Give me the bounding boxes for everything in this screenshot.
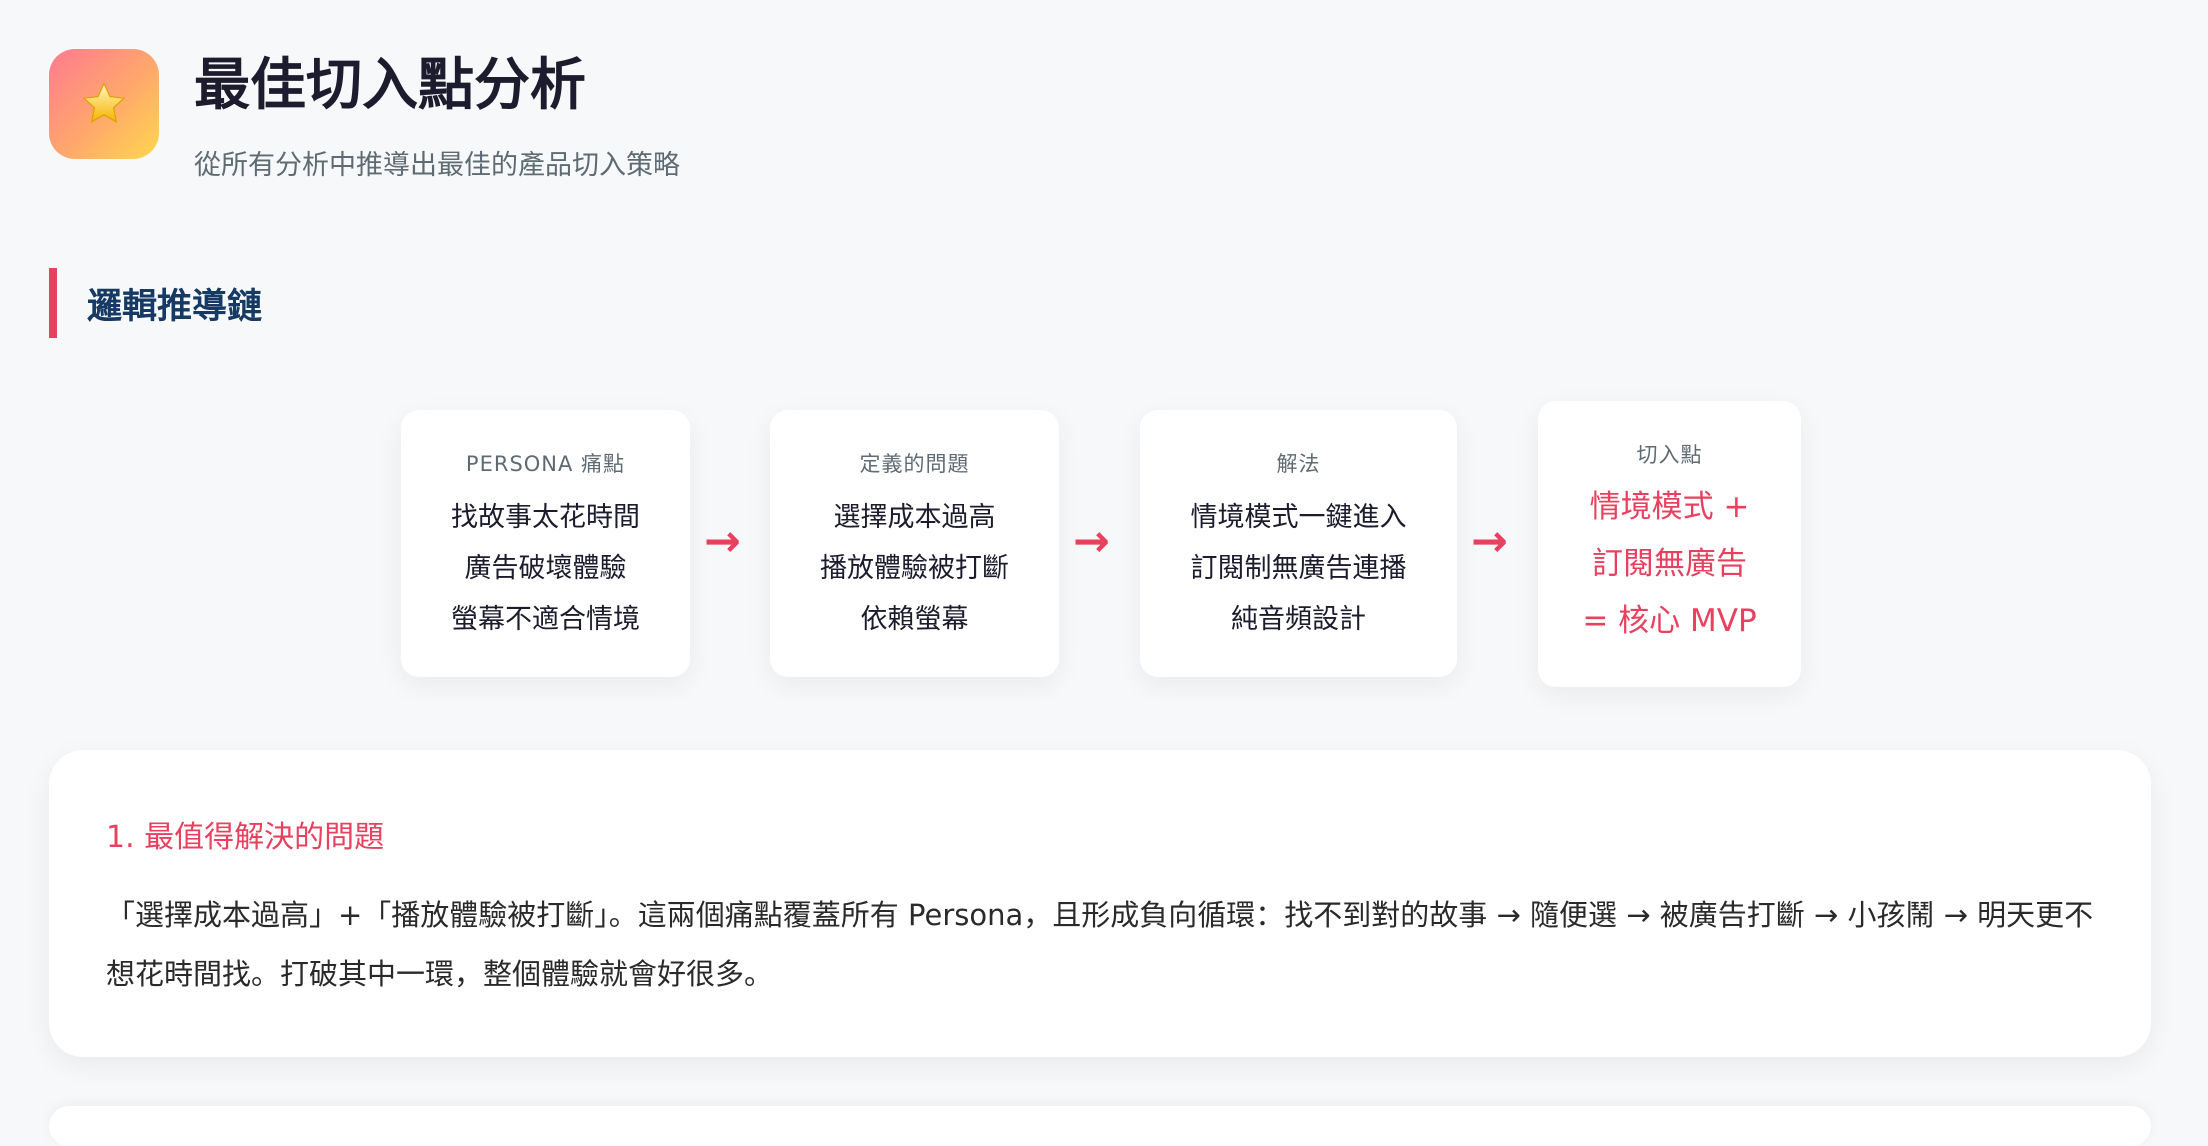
star-icon	[82, 82, 126, 123]
card-label: PERSONA 痛點	[465, 452, 626, 476]
card-label: 解法	[1276, 452, 1321, 476]
page-subtitle: 從所有分析中推導出最佳的產品切入策略	[194, 150, 680, 181]
header-icon-tile	[49, 49, 159, 159]
insight-card: 1. 最值得解決的問題 「選擇成本過高」+「播放體驗被打斷」。這兩個痛點覆蓋所有…	[49, 750, 2151, 1057]
next-card	[49, 1106, 2151, 1146]
chain-card-problem: 定義的問題 選擇成本過高播放體驗被打斷依賴螢幕	[770, 410, 1059, 677]
page-title: 最佳切入點分析	[194, 53, 586, 118]
card-item: 螢幕不適合情境	[451, 604, 640, 635]
section-title: 邏輯推導鏈	[87, 286, 263, 327]
card-item: = 核心 MVP	[1582, 603, 1757, 639]
card-item: 純音頻設計	[1231, 604, 1366, 635]
card-label: 定義的問題	[859, 452, 970, 476]
card-label: 切入點	[1636, 443, 1703, 467]
chain-card-entry-point: 切入點 情境模式 + 訂閱無廣告 = 核心 MVP	[1538, 401, 1801, 687]
arrow-icon: →	[704, 516, 741, 567]
chain-card-solution: 解法 情境模式一鍵進入訂閱制無廣告連播純音頻設計	[1140, 410, 1457, 677]
card-item: 找故事太花時間	[451, 502, 640, 533]
card-item: 訂閱制無廣告連播	[1190, 553, 1407, 584]
card-item: 播放體驗被打斷	[820, 553, 1009, 584]
card-item: 選擇成本過高	[833, 502, 996, 533]
arrow-icon: →	[1471, 516, 1508, 567]
card-item: 廣告破壞體驗	[464, 553, 627, 584]
chain-card-persona: PERSONA 痛點 找故事太花時間廣告破壞體驗螢幕不適合情境	[401, 410, 690, 677]
arrow-icon: →	[1073, 516, 1110, 567]
card-item: 情境模式一鍵進入	[1190, 502, 1407, 533]
section-heading: 邏輯推導鏈	[49, 268, 262, 338]
insight-title: 1. 最值得解決的問題	[106, 820, 385, 855]
insight-body: 「選擇成本過高」+「播放體驗被打斷」。這兩個痛點覆蓋所有 Persona，且形成…	[106, 898, 2094, 991]
card-item: 訂閱無廣告	[1592, 546, 1747, 582]
card-item: 情境模式 +	[1589, 489, 1750, 525]
card-item: 依賴螢幕	[860, 604, 969, 635]
